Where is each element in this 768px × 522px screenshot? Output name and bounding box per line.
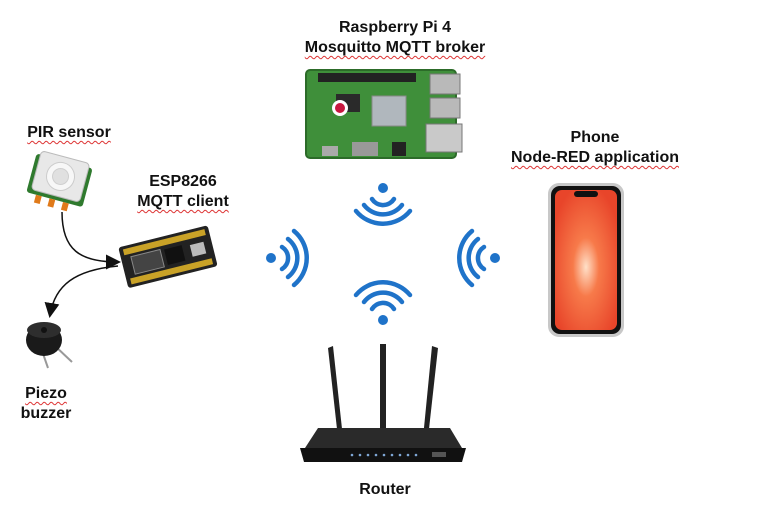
esp8266-title: ESP8266 bbox=[149, 173, 217, 190]
piezo-buzzer-icon bbox=[26, 322, 73, 369]
arrow-pir-to-esp bbox=[61, 211, 121, 270]
wifi-icon-phone bbox=[457, 228, 500, 288]
esp8266-label: ESP8266 MQTT client bbox=[118, 172, 248, 212]
raspberry-pi-title: Raspberry Pi 4 bbox=[338, 19, 452, 36]
piezo-buzzer-label: Piezo buzzer bbox=[6, 384, 86, 424]
pir-sensor-title: PIR sensor bbox=[27, 124, 111, 141]
arrow-esp-to-piezo bbox=[44, 265, 119, 318]
pir-sensor-label: PIR sensor bbox=[14, 123, 124, 143]
esp8266-icon bbox=[118, 225, 218, 288]
router-icon bbox=[300, 344, 466, 462]
node-red-caption: Node-RED application bbox=[510, 149, 679, 166]
buzzer-caption: buzzer bbox=[20, 405, 72, 422]
pir-sensor-icon bbox=[26, 151, 92, 212]
mqtt-client-caption: MQTT client bbox=[137, 193, 229, 210]
raspberry-pi-label: Raspberry Pi 4 Mosquitto MQTT broker bbox=[270, 18, 520, 58]
phone-label: Phone Node-RED application bbox=[490, 128, 700, 168]
wifi-icon-pi bbox=[353, 183, 413, 226]
mosquitto-broker-caption: Mosquitto MQTT broker bbox=[304, 39, 486, 56]
router-title: Router bbox=[359, 481, 411, 498]
wifi-icon-router bbox=[353, 280, 413, 325]
phone-icon bbox=[548, 183, 624, 337]
piezo-title: Piezo bbox=[25, 385, 67, 402]
raspberry-pi-icon bbox=[305, 69, 463, 159]
phone-title: Phone bbox=[570, 129, 620, 146]
wifi-icon-esp bbox=[266, 228, 309, 288]
router-label: Router bbox=[330, 480, 440, 500]
